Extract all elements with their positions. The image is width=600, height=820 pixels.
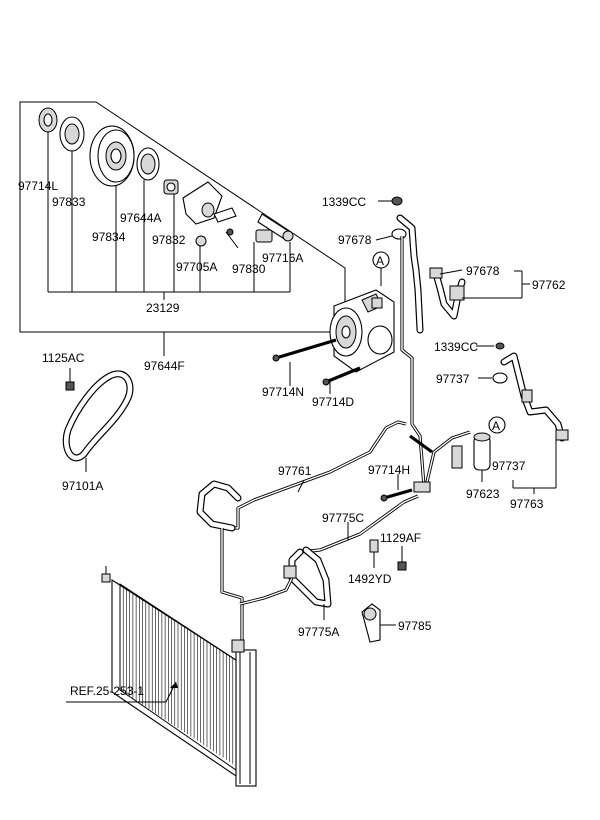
drive-belt-97101A — [62, 370, 134, 462]
label-97678-right: 97678 — [466, 264, 500, 278]
receiver-drier-97623 — [473, 432, 491, 482]
label-97714L: 97714L — [18, 179, 58, 193]
label-97830: 97830 — [232, 262, 266, 276]
label-97785: 97785 — [398, 619, 432, 633]
callout-a-right: A — [488, 416, 506, 434]
label-97714D: 97714D — [312, 395, 354, 409]
label-97761: 97761 — [278, 464, 312, 478]
label-97623: 97623 — [466, 487, 500, 501]
fitting-1339CC-mid — [476, 342, 505, 350]
label-97762: 97762 — [532, 278, 566, 292]
label-97101A: 97101A — [62, 479, 103, 493]
clutch-part-97833 — [59, 116, 85, 152]
clutch-assembly-box — [19, 101, 346, 333]
condenser-fins — [119, 584, 237, 766]
label-1125AC: 1125AC — [42, 351, 85, 365]
leaders-97678-right — [439, 269, 530, 299]
label-ref: REF.25-253-1 — [70, 684, 144, 698]
label-1339CC-top: 1339CC — [322, 195, 366, 209]
label-97714H: 97714H — [368, 463, 410, 477]
bolt-1125AC — [65, 368, 75, 391]
pipe-97775C — [299, 494, 419, 554]
clutch-part-97716A — [255, 213, 294, 243]
clutch-part-97644A — [136, 147, 160, 181]
pipe-network — [400, 236, 471, 493]
bracket-97785 — [361, 603, 396, 643]
label-1492YD: 1492YD — [348, 572, 392, 586]
clutch-part-97832 — [163, 179, 179, 195]
clutch-pulley-97834 — [89, 125, 135, 187]
bolt-1129AF — [397, 546, 407, 571]
clutch-part-97705A — [195, 235, 207, 247]
clutch-part-97714L — [38, 107, 58, 133]
label-1129AF: 1129AF — [380, 531, 421, 545]
bolt-97714H — [380, 474, 413, 502]
compressor-bolts — [272, 338, 361, 394]
ref-arrow — [66, 681, 178, 703]
compressor — [329, 289, 395, 373]
label-97775A: 97775A — [298, 625, 339, 639]
label-97737-bottom: 97737 — [492, 459, 526, 473]
label-23129: 23129 — [146, 301, 180, 315]
o-ring-97737-top — [478, 372, 508, 384]
callout-a-top-letter: A — [376, 254, 384, 268]
label-97833: 97833 — [52, 195, 86, 209]
hose-97763 — [500, 352, 569, 442]
label-97714N: 97714N — [262, 385, 304, 399]
condenser — [101, 566, 257, 787]
label-97737-top: 97737 — [436, 372, 470, 386]
hose-97762 — [396, 214, 466, 334]
label-97644F: 97644F — [144, 359, 185, 373]
label-97763: 97763 — [510, 497, 544, 511]
clutch-leaders — [47, 132, 291, 356]
label-97716A: 97716A — [262, 251, 303, 265]
label-97644A: 97644A — [120, 211, 161, 225]
label-97678-left: 97678 — [338, 233, 372, 247]
pipe-97761 — [196, 420, 407, 650]
clutch-bracket — [182, 181, 223, 225]
label-97832: 97832 — [152, 233, 186, 247]
hose-97775A — [239, 546, 332, 620]
label-97775C: 97775C — [322, 511, 364, 525]
leaders-97763 — [512, 438, 557, 494]
clip-1492YD — [369, 539, 379, 568]
label-1339CC-mid: 1339CC — [434, 340, 478, 354]
callout-a-right-letter: A — [492, 419, 500, 433]
clutch-part-97830 — [213, 207, 239, 249]
callout-a-top: A — [372, 251, 390, 286]
label-97705A: 97705A — [176, 260, 217, 274]
fitting-1339CC-top — [378, 196, 403, 206]
label-97834: 97834 — [92, 230, 126, 244]
